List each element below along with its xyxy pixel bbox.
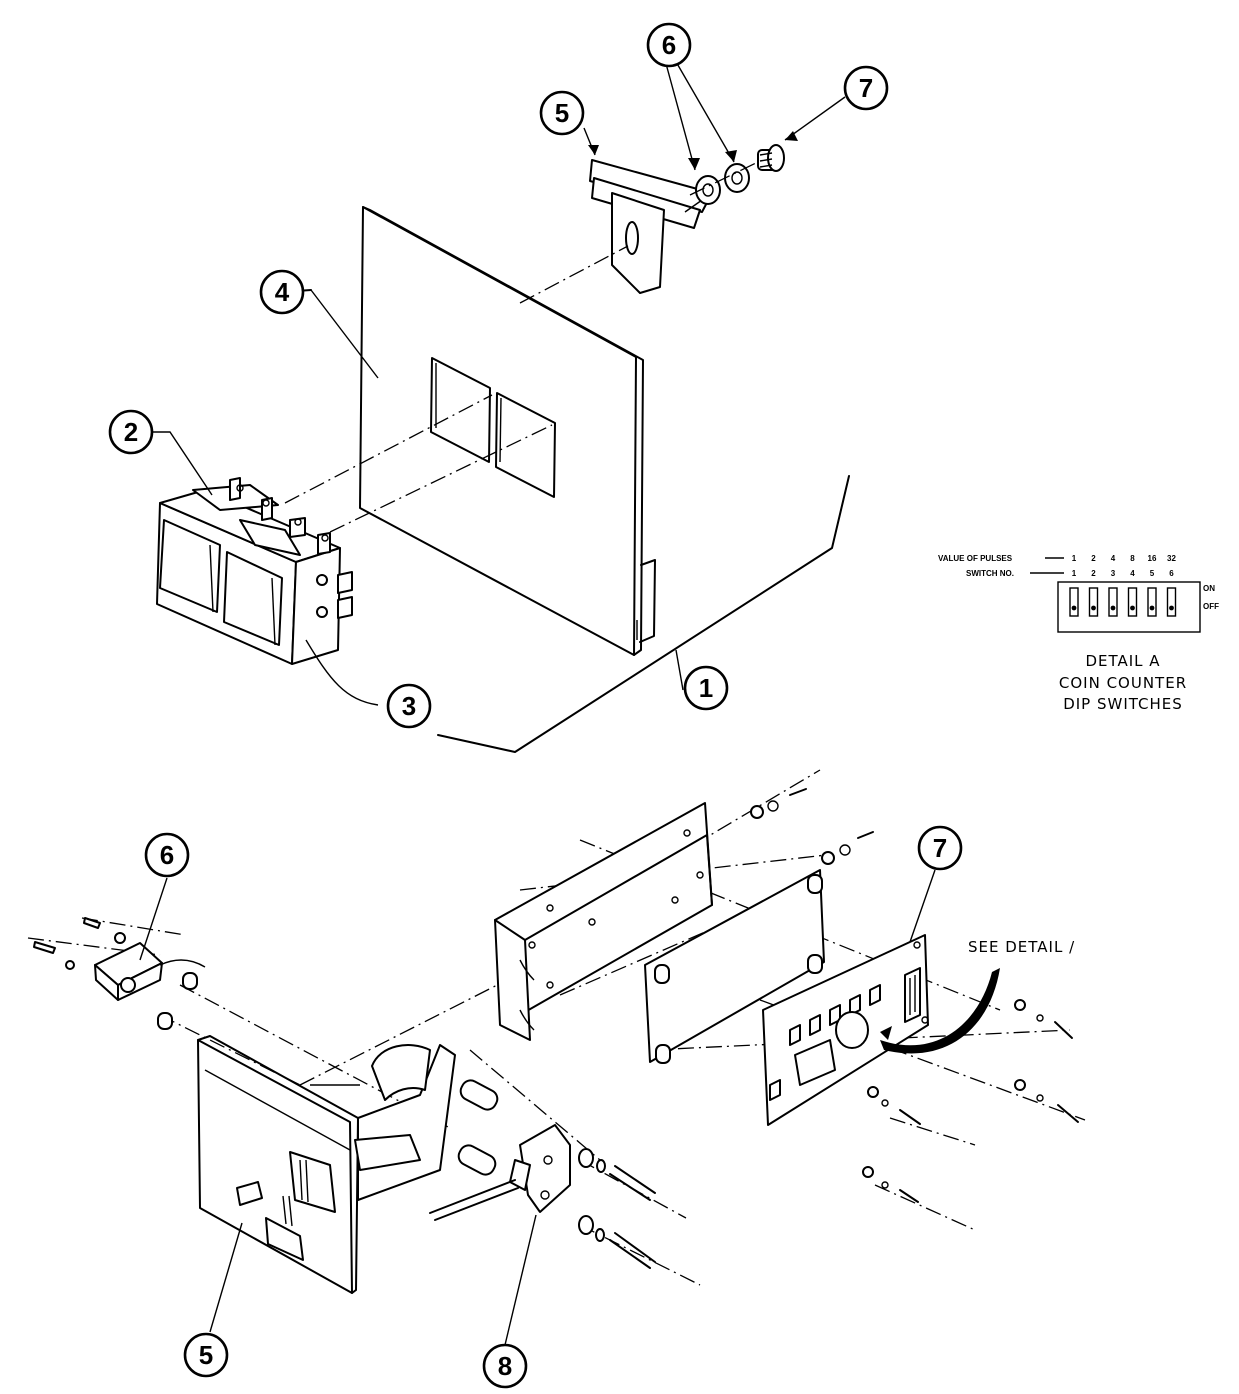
callout-4: 4 [259, 269, 305, 315]
dip-switch-knob-3 [1110, 605, 1116, 611]
value-of-pulses-label: VALUE OF PULSES [938, 554, 1013, 563]
dip-switch-5 [1147, 587, 1157, 617]
harness-cable [880, 968, 1000, 1054]
standoff-plate [644, 869, 825, 1064]
dip-off-label: OFF [1203, 602, 1219, 611]
svg-text:6: 6 [160, 840, 174, 870]
switch-number-4: 4 [1130, 569, 1135, 578]
pulse-value-6: 32 [1167, 554, 1176, 563]
rear-bracket [494, 802, 713, 1041]
dip-switch-knob-5 [1149, 605, 1155, 611]
detail-caption-line3: DIP SWITCHES [1063, 695, 1183, 713]
switch-number-6: 6 [1169, 569, 1174, 578]
callout-6-top: 6 [646, 22, 692, 68]
dip-switch-detail: VALUE OF PULSES SWITCH NO. 1 1 2 2 4 3 8 4 16 5 32… [938, 554, 1219, 713]
bracket-item-5 [589, 159, 713, 294]
base-outline [437, 475, 850, 753]
switch-number-1: 1 [1072, 569, 1077, 578]
screws-lower-left [578, 1148, 656, 1269]
svg-text:5: 5 [199, 1340, 213, 1370]
detail-caption-line1: DETAIL A [1085, 652, 1160, 670]
svg-text:1: 1 [699, 673, 713, 703]
coin-mechanism-item-5 [197, 1035, 456, 1294]
callout-6-bottom: 6 [144, 832, 190, 878]
callout-1: 1 [683, 665, 729, 711]
dip-switch-4 [1127, 587, 1138, 617]
pulse-value-5: 16 [1148, 554, 1157, 563]
callout-balloons: 1 2 3 4 5 6 7 6 [108, 22, 963, 1389]
pulse-value-4: 8 [1130, 554, 1135, 563]
callout-5-bottom: 5 [183, 1332, 229, 1378]
svg-text:6: 6 [662, 30, 676, 60]
upper-assembly [152, 59, 850, 753]
bracket-item-8 [429, 1124, 571, 1221]
callout-3: 3 [386, 683, 432, 729]
dip-switch-box [1057, 581, 1201, 633]
callout-8: 8 [482, 1343, 528, 1389]
pulse-value-3: 4 [1111, 554, 1116, 563]
dip-switch-knob-4 [1130, 605, 1135, 611]
callout-7-bottom: 7 [917, 825, 963, 871]
pulse-value-2: 2 [1091, 554, 1096, 563]
dip-switch-3 [1108, 587, 1118, 617]
switch-no-label: SWITCH NO. [966, 569, 1014, 578]
dip-switch-knob-6 [1169, 605, 1174, 611]
switch-number-5: 5 [1150, 569, 1155, 578]
washers-item-6 [695, 163, 750, 205]
detail-caption-line2: COIN COUNTER [1059, 674, 1187, 692]
svg-text:5: 5 [555, 98, 569, 128]
svg-text:2: 2 [124, 417, 138, 447]
rocker-switches-item-2-3 [156, 477, 353, 665]
svg-text:3: 3 [402, 691, 416, 721]
callout-2: 2 [108, 409, 154, 455]
dip-switch-knob-1 [1071, 605, 1077, 611]
pulse-value-1: 1 [1072, 554, 1077, 563]
dip-switch-knob-2 [1091, 605, 1096, 611]
svg-text:7: 7 [859, 73, 873, 103]
see-detail-label: SEE DETAIL / [968, 938, 1075, 956]
switch-number-2: 2 [1091, 569, 1096, 578]
lower-assembly: SEE DETAIL / [27, 769, 1086, 1346]
dip-switch-6 [1166, 587, 1177, 617]
callout-5-top: 5 [539, 90, 585, 136]
circuit-board-item-7 [762, 934, 929, 1126]
dip-switch-2 [1088, 587, 1099, 617]
dip-on-label: ON [1203, 584, 1215, 593]
dip-switch-1 [1069, 587, 1079, 617]
panel-item-4 [359, 206, 656, 656]
screws-right [750, 788, 1079, 1203]
callout-7-top: 7 [843, 65, 889, 111]
micro-switch-item-6 [33, 917, 206, 1030]
svg-text:7: 7 [933, 833, 947, 863]
switch-number-3: 3 [1111, 569, 1116, 578]
svg-text:8: 8 [498, 1351, 512, 1381]
svg-text:4: 4 [275, 277, 290, 307]
screw-item-7 [757, 144, 785, 172]
